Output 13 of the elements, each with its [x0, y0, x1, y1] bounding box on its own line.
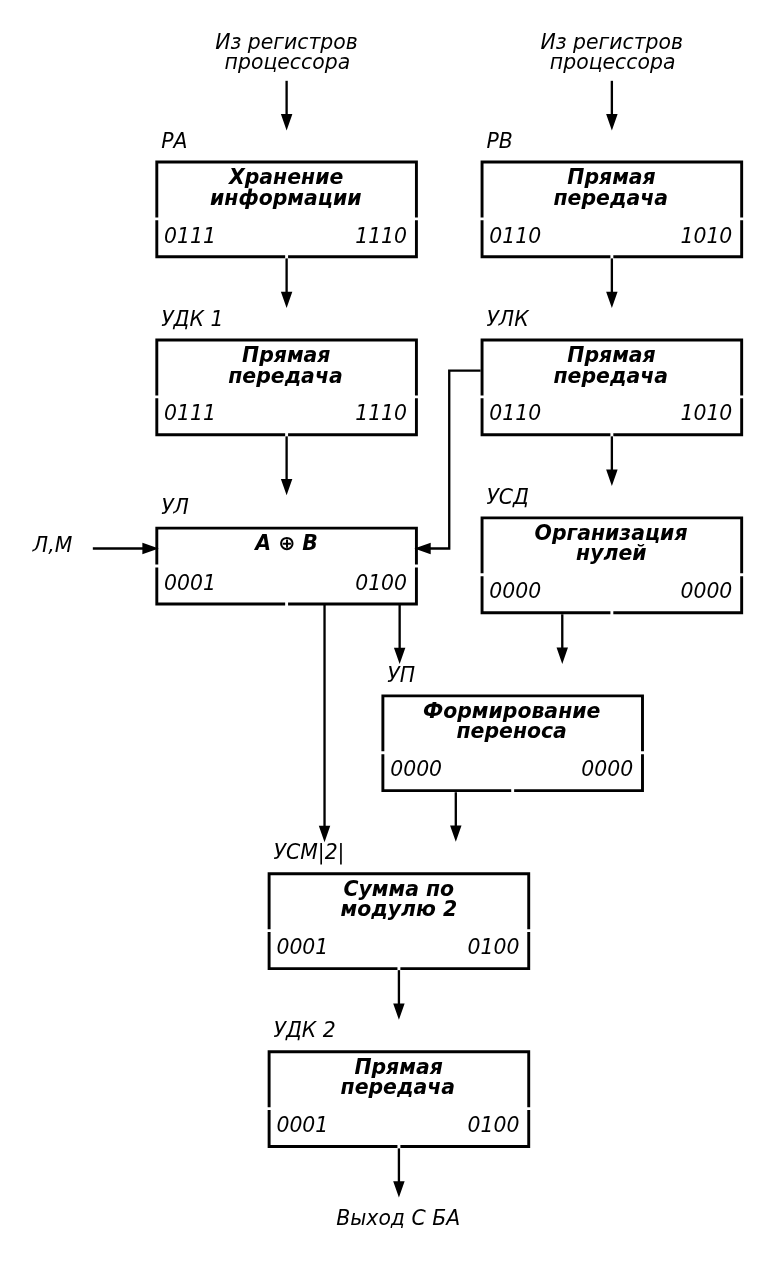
node-text: УСД Организация нулей 0000 0000: [486, 484, 733, 604]
node-text: УДК 1 Прямая передача 0111 1110: [161, 306, 408, 426]
node-text: РА Хранение информации 0111 1110: [161, 128, 408, 248]
node-text: УП Формирование переноса 0000 0000: [387, 662, 634, 782]
node-text: УЛК Прямая передача 0110 1010: [486, 306, 733, 426]
node-text: Из регистров процессора: [215, 29, 358, 74]
node-text: Выход С БА: [336, 1205, 461, 1230]
node-text: УДК 2 Прямая передача 0001 0100: [273, 1018, 520, 1138]
node-text: УЛ A ⊕ B 0001 0100: [161, 494, 408, 595]
node-text: Л,М: [32, 533, 73, 558]
node-text: РВ Прямая передача 0110 1010: [486, 128, 733, 248]
node-text: Из регистров процессора: [540, 29, 684, 74]
node-text: УСМ|2| Сумма по модулю 2 0001 0100: [273, 840, 520, 960]
